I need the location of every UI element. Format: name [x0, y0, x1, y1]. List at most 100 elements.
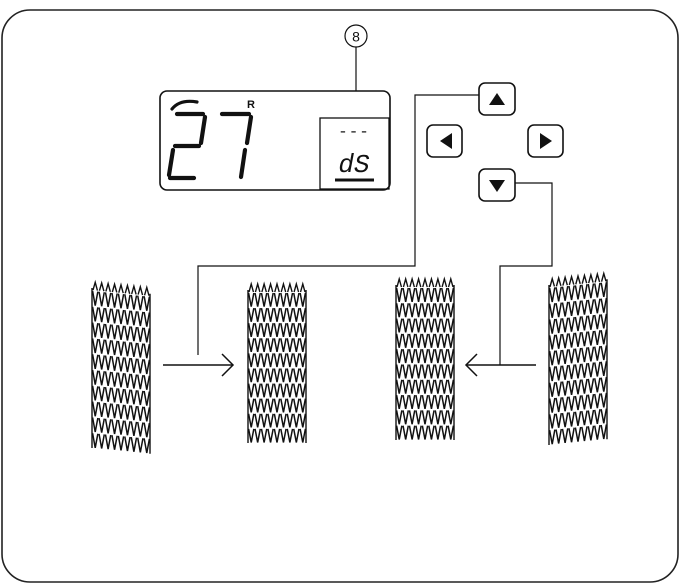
stitch-loop — [286, 353, 294, 368]
stitch-top-fringe — [409, 276, 416, 288]
stitch-top-fringe — [254, 281, 261, 293]
stitch-top-fringe — [549, 276, 556, 288]
stitch-loop — [254, 353, 262, 368]
stitch-loop — [548, 397, 556, 413]
stitch-loop — [428, 333, 435, 348]
stitch-loop — [98, 402, 106, 418]
stitch-loop — [428, 287, 435, 302]
stitch-loop — [415, 318, 422, 333]
stitch-loop — [395, 394, 403, 410]
down-arrow-button[interactable] — [478, 168, 516, 202]
stitch-loop — [415, 287, 422, 302]
stitch-loop — [254, 292, 262, 307]
stitch-loop — [408, 394, 416, 410]
stitch-loop — [280, 428, 287, 443]
stitch-top-fringe — [562, 274, 569, 286]
stitch-loop — [421, 364, 429, 379]
stitch-loop — [136, 311, 144, 327]
callout-8: 8 — [344, 24, 368, 118]
stitch-loop — [117, 372, 125, 388]
stitch-top-fringe — [280, 281, 287, 293]
stitch-loop — [98, 370, 106, 386]
stitch-loop — [143, 438, 151, 454]
stitch-loop — [292, 353, 300, 368]
stitch-top-fringe — [441, 276, 448, 288]
stitch-loop — [117, 435, 125, 451]
callout-number: 8 — [352, 29, 360, 45]
left-arrow-button[interactable] — [426, 124, 463, 158]
stitch-loop — [587, 362, 595, 378]
stitch-loop — [587, 409, 595, 425]
stitch-loop — [574, 284, 582, 300]
stitch-loop — [299, 323, 307, 337]
stitch-loop — [136, 437, 144, 453]
stitch-loop — [421, 287, 429, 302]
stitch-loop — [440, 303, 448, 318]
stitch-loop — [143, 343, 151, 359]
lcd-digit-7 — [219, 111, 254, 180]
stitch-loop — [402, 379, 410, 394]
stitch-loop — [600, 408, 608, 424]
stitch-loop — [402, 394, 410, 410]
stitch-loop — [408, 333, 416, 348]
stitch-loop — [247, 292, 255, 307]
stitch-loop — [260, 353, 268, 368]
stitch-loop — [434, 364, 442, 379]
stitch-loop — [273, 368, 281, 383]
stitch-loop — [267, 323, 274, 337]
stitch-loop — [440, 425, 448, 440]
stitch-loop — [447, 364, 455, 379]
stitch-loop — [402, 349, 410, 364]
stitch-loop — [104, 339, 112, 355]
stitch-loop — [447, 410, 455, 425]
stitch-loop — [130, 421, 138, 437]
stitch-loop — [574, 395, 582, 411]
stitch-loop — [247, 353, 255, 368]
stitch-loop — [124, 294, 131, 309]
down-key-connector — [499, 182, 553, 365]
stitch-loop — [548, 413, 556, 429]
stitch-loop — [273, 353, 281, 368]
stitch-loop — [415, 410, 422, 425]
stitch-loop — [286, 307, 294, 322]
stitch-loop — [581, 284, 588, 299]
stitch-loop — [273, 383, 281, 398]
stitch-loop — [299, 338, 307, 353]
stitch-loop — [111, 387, 118, 403]
stitch-straight-result-down — [395, 276, 455, 440]
stitch-loop — [593, 282, 601, 298]
stitch-loop — [408, 364, 416, 379]
stitch-loop — [143, 296, 151, 311]
stitch-loop — [568, 380, 575, 395]
up-arrow-button[interactable] — [478, 82, 516, 116]
stitch-loop — [600, 282, 608, 297]
stitch-top-fringe — [143, 284, 150, 296]
stitch-loop — [247, 398, 255, 413]
stitch-top-fringe — [98, 280, 105, 292]
stitch-loop — [130, 389, 138, 405]
stitch-loop — [568, 364, 575, 380]
stitch-loop — [254, 338, 262, 353]
stitch-loop — [117, 293, 125, 309]
stitch-loop — [581, 410, 588, 426]
stitch-loop — [247, 323, 255, 337]
right-arrow-button[interactable] — [527, 124, 564, 158]
stitch-loop — [587, 283, 595, 299]
stitch-loop — [260, 368, 268, 383]
stitch-loop — [408, 287, 416, 302]
stitch-loop — [395, 303, 403, 318]
stitch-loop — [447, 425, 455, 440]
stitch-loop — [408, 349, 416, 364]
stitch-loop — [434, 318, 442, 333]
stitch-loop — [273, 428, 281, 443]
stitch-loop — [402, 287, 410, 302]
stitch-loop — [136, 406, 144, 421]
stitch-loop — [421, 303, 429, 318]
stitch-loop — [299, 307, 307, 322]
stitch-loop — [434, 303, 442, 318]
stitch-loop — [267, 383, 274, 398]
stitch-loop — [447, 303, 455, 318]
stitch-loop — [555, 302, 563, 318]
stitch-loop — [267, 353, 274, 368]
stitch-loop — [395, 333, 403, 348]
